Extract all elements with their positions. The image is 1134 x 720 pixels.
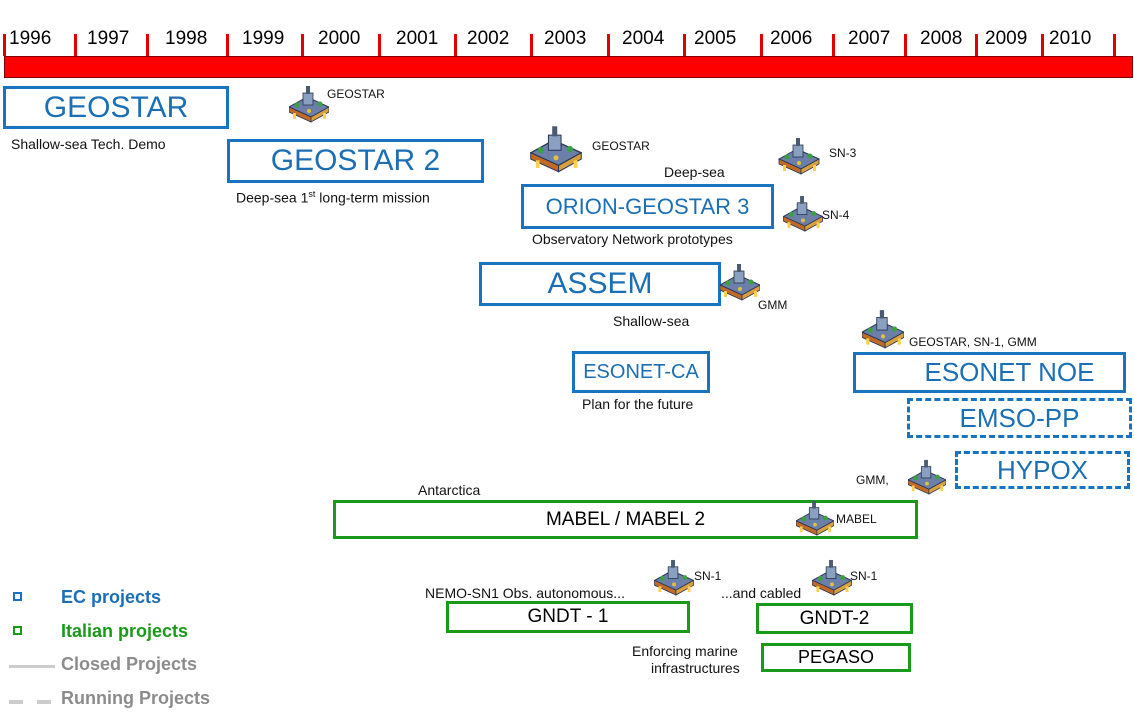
orion-box: ORION-GEOSTAR 3 — [521, 184, 774, 229]
year-label: 1999 — [242, 28, 285, 49]
year-label: 2002 — [467, 28, 510, 49]
hypox-title: HYPOX — [996, 454, 1089, 485]
geostar2-node-label: GEOSTAR — [592, 139, 650, 153]
year-tick — [226, 34, 229, 56]
italian-legend-label: Italian projects — [61, 621, 189, 641]
pegaso-title: PEGASO — [797, 647, 875, 667]
assem-node-label: GMM — [758, 298, 788, 312]
year-label: 2004 — [622, 28, 665, 49]
year-tick — [904, 34, 907, 56]
ec-legend-label: EC projects — [61, 587, 162, 607]
gndt1-node-label: SN-1 — [694, 569, 722, 583]
hypox-node-label: GMM, — [856, 473, 889, 487]
assem-box: ASSEM — [479, 262, 721, 306]
gndt1-label-above: NEMO-SN1 Obs. autonomous... — [425, 585, 625, 601]
esonet-noe-node-icon — [862, 309, 904, 349]
year-label: 2006 — [770, 28, 813, 49]
geostar2-caption-sup: st — [308, 189, 316, 199]
year-tick — [1113, 34, 1116, 56]
pegaso-caption-1: Enforcing marine — [632, 643, 738, 659]
assem-title: ASSEM — [547, 267, 653, 300]
orion-sn4-node-icon — [783, 195, 823, 232]
mabel-node-label: MABEL — [836, 512, 877, 526]
closed-legend-label: Closed Projects — [61, 654, 198, 674]
hypox-box: HYPOX — [955, 451, 1130, 489]
orion-caption: Observatory Network prototypes — [532, 231, 733, 247]
gndt1-title: GNDT - 1 — [527, 606, 609, 627]
esonet-ca-title: ESONET-CA — [583, 360, 699, 383]
closed-legend-line — [9, 665, 55, 668]
year-label: 2008 — [920, 28, 963, 49]
esonet-noe-node-label: GEOSTAR, SN-1, GMM — [909, 335, 1037, 349]
year-label: 2001 — [396, 28, 439, 49]
year-label: 2003 — [544, 28, 587, 49]
year-tick — [146, 34, 149, 56]
year-tick — [74, 34, 77, 56]
assem-caption: Shallow-sea — [613, 313, 690, 329]
year-label: 1997 — [87, 28, 130, 49]
year-tick — [530, 34, 533, 56]
gndt1-box: GNDT - 1 — [446, 601, 690, 633]
year-tick — [975, 34, 978, 56]
esonet-noe-box: ESONET NOE — [853, 352, 1126, 393]
gndt2-label-above: ...and cabled — [721, 585, 802, 601]
orion-title: ORION-GEOSTAR 3 — [545, 193, 750, 219]
year-label: 1996 — [9, 28, 52, 49]
gndt2-node-label: SN-1 — [850, 569, 878, 583]
year-label: 1998 — [165, 28, 208, 49]
geostar-node-icon — [289, 85, 329, 123]
geostar2-caption-pre: Deep-sea 1 — [236, 189, 309, 206]
year-tick — [607, 34, 610, 56]
gndt2-box: GNDT-2 — [756, 603, 913, 634]
geostar-box: GEOSTAR — [3, 86, 229, 129]
year-label: 2000 — [318, 28, 361, 49]
gndt2-node-icon — [812, 559, 852, 596]
year-tick — [301, 34, 304, 56]
orion-sn4-label: SN-4 — [822, 208, 850, 222]
esonet-ca-box: ESONET-CA — [572, 351, 710, 393]
year-tick — [1041, 34, 1044, 56]
gndt1-node-icon — [654, 559, 694, 596]
year-tick — [378, 34, 381, 56]
year-label: 2010 — [1049, 28, 1092, 49]
geostar2-caption-post: long-term mission — [315, 189, 430, 206]
year-label: 2005 — [694, 28, 737, 49]
hypox-node-icon — [908, 459, 946, 495]
mabel-title: MABEL / MABEL 2 — [545, 508, 706, 530]
mabel-node-icon — [796, 500, 834, 536]
running-legend-label: Running Projects — [61, 688, 211, 708]
geostar2-title: GEOSTAR 2 — [270, 144, 441, 177]
emso-pp-title: EMSO-PP — [959, 402, 1080, 433]
emso-pp-box: EMSO-PP — [907, 398, 1132, 438]
year-tick — [683, 34, 686, 56]
mabel-label-above: Antarctica — [418, 482, 481, 498]
year-tick — [454, 34, 457, 56]
esonet-noe-title: ESONET NOE — [924, 357, 1095, 387]
assem-node-icon — [720, 263, 760, 301]
geostar2-caption: Deep-sea 1st long-term mission — [236, 189, 430, 206]
geostar2-box: GEOSTAR 2 — [227, 139, 484, 183]
italian-legend-icon — [13, 626, 22, 635]
orion-sn3-node-icon — [778, 137, 820, 175]
year-tick — [832, 34, 835, 56]
orion-label-above: Deep-sea — [664, 164, 725, 180]
esonet-ca-caption: Plan for the future — [582, 396, 694, 412]
running-legend-dash-1 — [9, 700, 23, 704]
gndt2-title: GNDT-2 — [799, 607, 870, 629]
year-label: 2007 — [848, 28, 891, 49]
year-tick — [3, 34, 6, 56]
mabel-box: MABEL / MABEL 2 — [333, 500, 918, 539]
running-legend-dash-2 — [37, 700, 51, 704]
geostar2-node-icon — [530, 125, 582, 173]
orion-sn3-label: SN-3 — [829, 146, 857, 160]
pegaso-box: PEGASO — [761, 643, 911, 672]
timeline-bar — [4, 56, 1133, 78]
pegaso-caption-2: infrastructures — [651, 660, 740, 676]
geostar-title: GEOSTAR — [43, 90, 189, 124]
year-label: 2009 — [985, 28, 1028, 49]
year-tick — [760, 34, 763, 56]
geostar-caption: Shallow-sea Tech. Demo — [11, 136, 166, 152]
ec-legend-icon — [13, 592, 22, 601]
geostar-node-label: GEOSTAR — [327, 87, 385, 101]
